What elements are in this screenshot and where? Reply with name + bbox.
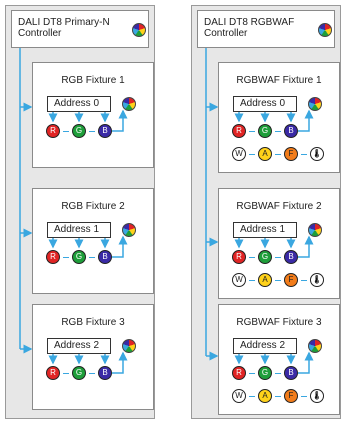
free-color-channel-icon: F: [284, 273, 298, 287]
green-channel-icon: G: [258, 366, 272, 380]
white-channel-icon: W: [232, 273, 246, 287]
fixture-3: RGBWAF Fixture 3 Address 2 R G B W A F 🌡: [218, 304, 340, 415]
fixture-title: RGBWAF Fixture 2: [236, 201, 322, 212]
connector-dash: [301, 280, 307, 281]
color-wheel-icon: [308, 339, 322, 353]
amber-channel-icon: A: [258, 147, 272, 161]
controller-title: DALI DT8 RGBWAF Controller: [204, 17, 295, 39]
connector-dash: [275, 280, 281, 281]
green-channel-icon: G: [72, 124, 86, 138]
blue-channel-icon: B: [98, 250, 112, 264]
fixture-1: RGBWAF Fixture 1 Address 0 R G B W A F 🌡: [218, 62, 340, 173]
fixture-arrows: [234, 351, 314, 374]
green-channel-icon: G: [258, 250, 272, 264]
fixture-title: RGB Fixture 1: [61, 75, 125, 86]
color-wheel-icon: [122, 223, 136, 237]
fixture-arrows: [234, 235, 314, 258]
red-channel-icon: R: [46, 250, 60, 264]
blue-channel-icon: B: [98, 366, 112, 380]
connector-dash: [301, 396, 307, 397]
red-channel-icon: R: [232, 124, 246, 138]
blue-channel-icon: B: [284, 366, 298, 380]
white-channel-icon: W: [232, 147, 246, 161]
address-field: Address 2: [47, 338, 111, 354]
fixture-title: RGB Fixture 2: [61, 201, 125, 212]
red-channel-icon: R: [232, 366, 246, 380]
fixture-title: RGBWAF Fixture 3: [236, 317, 322, 328]
connector-dash: [63, 373, 69, 374]
fixture-2: RGBWAF Fixture 2 Address 1 R G B W A F 🌡: [218, 188, 340, 299]
blue-channel-icon: B: [284, 124, 298, 138]
red-channel-icon: R: [46, 366, 60, 380]
connector-dash: [275, 154, 281, 155]
thermometer-icon: 🌡: [310, 389, 324, 403]
free-color-channel-icon: F: [284, 147, 298, 161]
fixture-title: RGB Fixture 3: [61, 317, 125, 328]
green-channel-icon: G: [72, 366, 86, 380]
free-color-channel-icon: F: [284, 389, 298, 403]
connector-dash: [275, 396, 281, 397]
panel-rgbwaf: DALI DT8 RGBWAF Controller RGBWAF Fixtur…: [191, 5, 341, 419]
address-field: Address 0: [47, 96, 111, 112]
color-wheel-icon: [318, 23, 332, 37]
fixture-title: RGBWAF Fixture 1: [236, 75, 322, 86]
fixture-arrows: [48, 109, 128, 132]
connector-dash: [89, 373, 95, 374]
connector-lines-right: [205, 48, 219, 361]
fixture-arrows: [48, 351, 128, 374]
connector-dash: [89, 257, 95, 258]
connector-dash: [275, 257, 281, 258]
connector-lines-left: [19, 48, 33, 354]
address-field: Address 0: [233, 96, 297, 112]
connector-dash: [275, 373, 281, 374]
amber-channel-icon: A: [258, 389, 272, 403]
controller-box: DALI DT8 Primary-N Controller: [11, 10, 149, 48]
connector-dash: [63, 257, 69, 258]
green-channel-icon: G: [72, 250, 86, 264]
address-field: Address 1: [47, 222, 111, 238]
panel-rgb: DALI DT8 Primary-N Controller RGB Fixtur…: [5, 5, 155, 419]
fixture-2: RGB Fixture 2 Address 1 R G B: [32, 188, 154, 294]
connector-dash: [249, 131, 255, 132]
connector-dash: [249, 280, 255, 281]
connector-dash: [301, 154, 307, 155]
connector-dash: [249, 154, 255, 155]
red-channel-icon: R: [46, 124, 60, 138]
color-wheel-icon: [122, 339, 136, 353]
connector-dash: [249, 257, 255, 258]
amber-channel-icon: A: [258, 273, 272, 287]
color-wheel-icon: [132, 23, 146, 37]
address-field: Address 1: [233, 222, 297, 238]
white-channel-icon: W: [232, 389, 246, 403]
connector-dash: [63, 131, 69, 132]
blue-channel-icon: B: [98, 124, 112, 138]
fixture-arrows: [234, 109, 314, 132]
green-channel-icon: G: [258, 124, 272, 138]
fixture-1: RGB Fixture 1 Address 0 R G B: [32, 62, 154, 168]
fixture-arrows: [48, 235, 128, 258]
connector-dash: [89, 131, 95, 132]
controller-box: DALI DT8 RGBWAF Controller: [197, 10, 335, 48]
fixture-3: RGB Fixture 3 Address 2 R G B: [32, 304, 154, 410]
thermometer-icon: 🌡: [310, 273, 324, 287]
connector-dash: [249, 373, 255, 374]
color-wheel-icon: [308, 223, 322, 237]
red-channel-icon: R: [232, 250, 246, 264]
color-wheel-icon: [308, 97, 322, 111]
thermometer-icon: 🌡: [310, 147, 324, 161]
blue-channel-icon: B: [284, 250, 298, 264]
color-wheel-icon: [122, 97, 136, 111]
address-field: Address 2: [233, 338, 297, 354]
connector-dash: [249, 396, 255, 397]
connector-dash: [275, 131, 281, 132]
controller-title: DALI DT8 Primary-N Controller: [18, 17, 110, 39]
